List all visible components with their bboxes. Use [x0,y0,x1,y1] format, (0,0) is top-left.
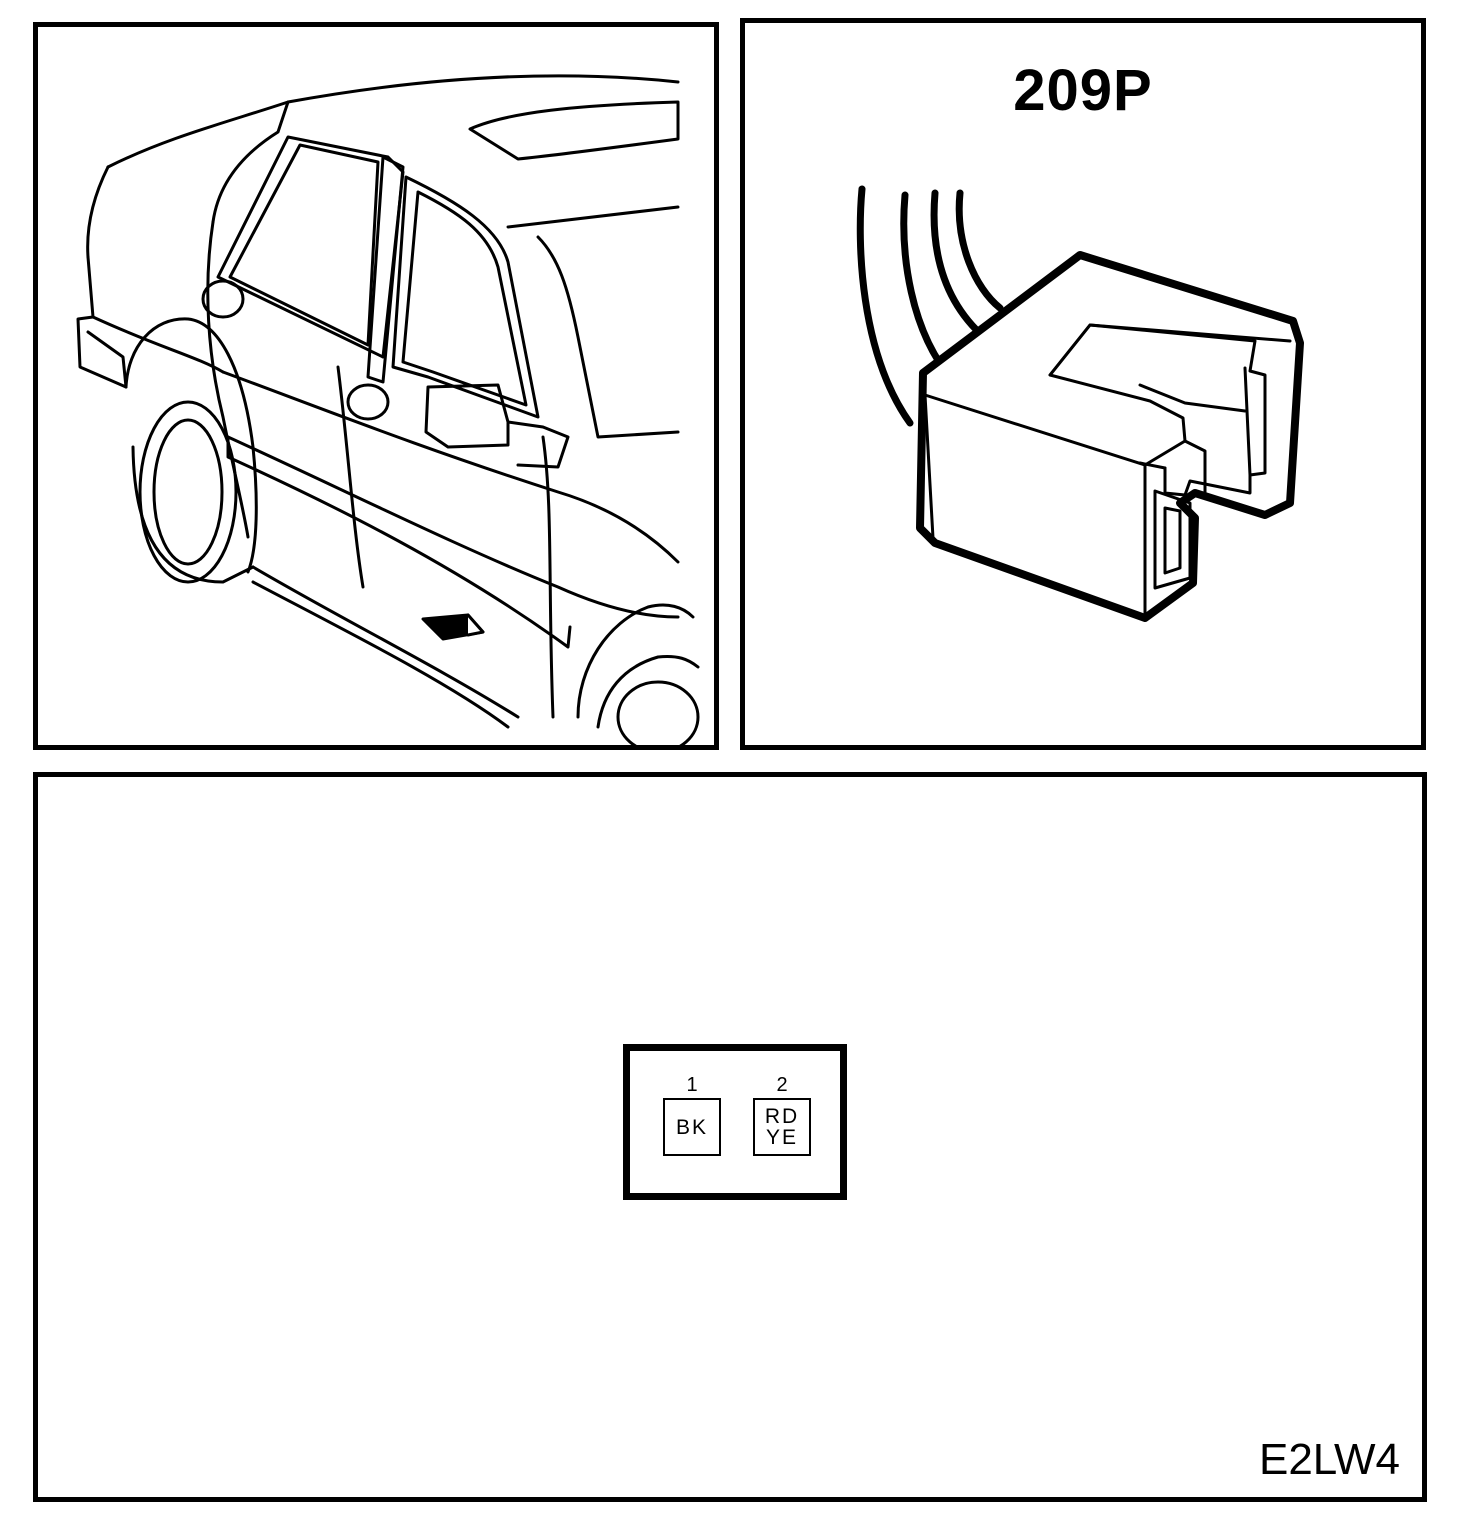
connector-id-label: 209P [1013,58,1153,123]
pin-2: 2 RD YE [750,1074,814,1156]
vehicle-door-illustration [76,74,700,745]
pin-cavity: BK [663,1098,721,1156]
wire-color-code-secondary: YE [765,1126,798,1149]
pin-number: 2 [776,1074,788,1096]
connector-illustration [856,185,1304,622]
pin-number: 1 [686,1074,698,1096]
wire-color-code: RD [764,1105,800,1128]
connector-face: 1 BK 2 RD YE [623,1044,847,1200]
pin-1: 1 BK [660,1074,724,1156]
wire-color-code: BK [675,1115,708,1139]
vehicle-location-panel [33,22,719,750]
diagram-code: E2LW4 [1258,1435,1400,1484]
pinout-panel: 1 BK 2 RD YE E2LW4 [33,772,1427,1502]
connector-view-panel: 209P [740,18,1426,750]
pin-cavity: RD YE [753,1098,811,1156]
